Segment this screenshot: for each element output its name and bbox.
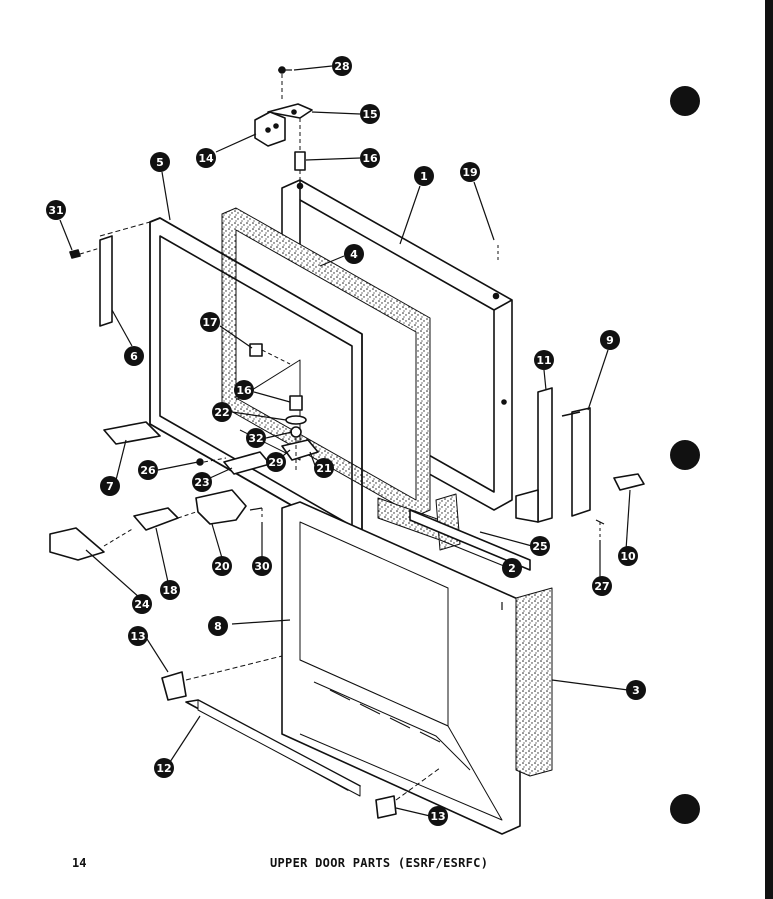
svg-text:3: 3 (632, 684, 640, 697)
callout-10: 10 (618, 546, 638, 566)
svg-text:16: 16 (236, 384, 252, 397)
svg-text:13: 13 (130, 630, 145, 643)
svg-text:28: 28 (334, 60, 349, 73)
svg-text:6: 6 (130, 350, 138, 363)
svg-text:22: 22 (214, 406, 229, 419)
lower-hinge-stack (249, 343, 319, 470)
right-side-hardware (377, 387, 645, 571)
gasket-strip (99, 221, 151, 327)
outer-lower-door (281, 501, 521, 835)
svg-text:25: 25 (532, 540, 547, 553)
svg-text:13: 13 (430, 810, 445, 823)
svg-text:24: 24 (134, 598, 150, 611)
callout-13-lower: 13 (428, 806, 448, 826)
svg-text:20: 20 (214, 560, 230, 573)
svg-text:12: 12 (156, 762, 171, 775)
svg-text:1: 1 (420, 170, 428, 183)
binder-hole-bottom (670, 794, 700, 824)
svg-text:19: 19 (462, 166, 477, 179)
bottom-trim-strip (103, 421, 161, 445)
svg-text:8: 8 (214, 620, 222, 633)
callout-22: 22 (212, 402, 232, 422)
callout-13-upper: 13 (128, 626, 148, 646)
callout-26: 26 (138, 460, 158, 480)
svg-text:9: 9 (606, 334, 614, 347)
callout-32: 32 (246, 428, 266, 448)
callout-21: 21 (314, 458, 334, 478)
svg-text:23: 23 (194, 476, 209, 489)
callout-12: 12 (154, 758, 174, 778)
svg-text:5: 5 (156, 156, 164, 169)
svg-text:26: 26 (140, 464, 156, 477)
callout-29: 29 (266, 452, 286, 472)
callout-19: 19 (460, 162, 480, 182)
callout-4: 4 (344, 244, 364, 264)
svg-text:11: 11 (536, 354, 551, 367)
svg-text:10: 10 (620, 550, 636, 563)
svg-text:18: 18 (162, 584, 177, 597)
callout-24: 24 (132, 594, 152, 614)
lower-bracket-assembly (49, 451, 271, 561)
callout-27: 27 (592, 576, 612, 596)
callout-17: 17 (200, 312, 220, 332)
callouts: 28 15 14 16 5 1 19 31 4 6 17 11 9 16 22 … (46, 56, 646, 826)
svg-text:30: 30 (254, 560, 270, 573)
lower-rail-and-clips (161, 655, 441, 819)
callout-20: 20 (212, 556, 232, 576)
svg-text:32: 32 (248, 432, 263, 445)
callout-7: 7 (100, 476, 120, 496)
svg-text:29: 29 (268, 456, 283, 469)
svg-text:17: 17 (202, 316, 217, 329)
svg-text:31: 31 (48, 204, 63, 217)
callout-5: 5 (150, 152, 170, 172)
callout-30: 30 (252, 556, 272, 576)
diagram-title: UPPER DOOR PARTS (ESRF/ESRFC) (270, 856, 489, 870)
callout-31: 31 (46, 200, 66, 220)
svg-text:14: 14 (198, 152, 214, 165)
top-hinge-assembly (254, 66, 313, 186)
callout-16-lower: 16 (234, 380, 254, 400)
callout-18: 18 (160, 580, 180, 600)
callout-leader-lines (59, 65, 631, 817)
svg-text:21: 21 (316, 462, 331, 475)
callout-2: 2 (502, 558, 522, 578)
svg-text:27: 27 (594, 580, 609, 593)
callout-15: 15 (360, 104, 380, 124)
callout-16: 16 (360, 148, 380, 168)
callout-28: 28 (332, 56, 352, 76)
callout-23: 23 (192, 472, 212, 492)
binder-hole-middle (670, 440, 700, 470)
screw-31 (69, 247, 101, 259)
svg-text:16: 16 (362, 152, 378, 165)
svg-text:2: 2 (508, 562, 516, 575)
callout-6: 6 (124, 346, 144, 366)
callout-1: 1 (414, 166, 434, 186)
svg-text:7: 7 (106, 480, 114, 493)
side-door-gasket (515, 587, 553, 777)
svg-text:15: 15 (362, 108, 377, 121)
callout-25: 25 (530, 536, 550, 556)
callout-14: 14 (196, 148, 216, 168)
binder-hole-top (670, 86, 700, 116)
callout-3: 3 (626, 680, 646, 700)
svg-text:4: 4 (350, 248, 358, 261)
callout-9: 9 (600, 330, 620, 350)
page-edge-strip (765, 0, 773, 899)
callout-11: 11 (534, 350, 554, 370)
callout-8: 8 (208, 616, 228, 636)
page-number: 14 (72, 856, 87, 870)
